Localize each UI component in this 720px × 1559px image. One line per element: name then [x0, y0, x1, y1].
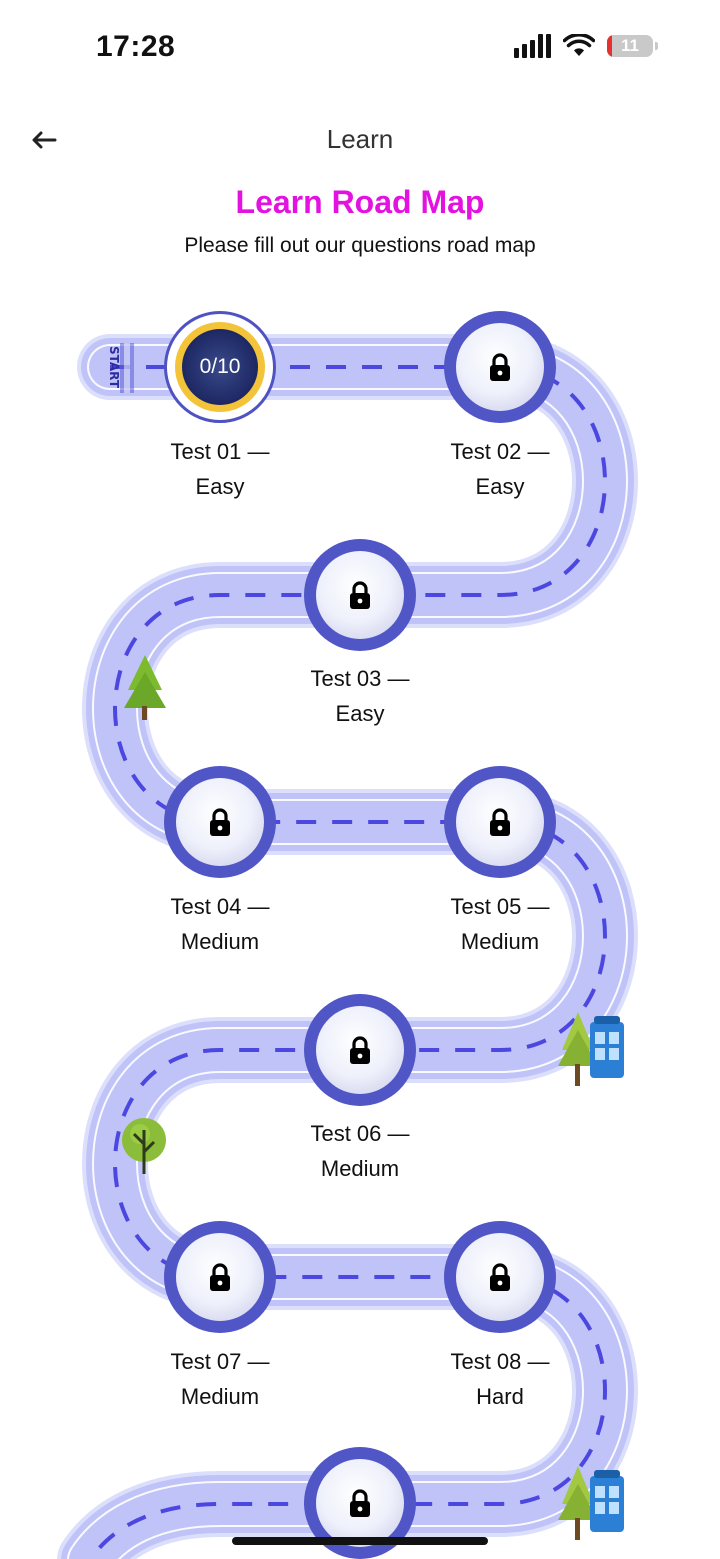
- steering-wheel-icon: 0/10: [182, 329, 258, 405]
- test-title: Test 05 —: [450, 894, 550, 919]
- test-progress: 0/10: [199, 355, 241, 378]
- arrow-left-icon: [32, 131, 57, 149]
- test-level: Medium: [460, 929, 540, 954]
- status-time: 17:28: [96, 30, 176, 63]
- lock-icon: [490, 1263, 510, 1291]
- test-node-02[interactable]: [444, 311, 556, 423]
- test-title: Test 03 —: [310, 666, 410, 691]
- test-level: Hard: [476, 1384, 524, 1409]
- test-label-07: Test 07 — Medium: [120, 1344, 320, 1414]
- back-button[interactable]: [24, 120, 64, 160]
- test-title: Test 04 —: [170, 894, 270, 919]
- test-node-05[interactable]: [444, 766, 556, 878]
- lock-icon: [210, 808, 230, 836]
- pine-tree-icon: [124, 655, 166, 720]
- test-label-02: Test 02 — Easy: [400, 434, 600, 504]
- pine-tree-icon: [558, 1466, 598, 1540]
- test-title: Test 01 —: [170, 439, 270, 464]
- test-title: Test 08 —: [450, 1349, 550, 1374]
- test-level: Medium: [180, 1384, 260, 1409]
- test-level: Medium: [180, 929, 260, 954]
- wifi-icon: [563, 34, 595, 56]
- test-title: Test 06 —: [310, 1121, 410, 1146]
- test-label-03: Test 03 — Easy: [260, 661, 460, 731]
- test-node-03[interactable]: [304, 539, 416, 651]
- phone-booth-icon: [590, 1016, 624, 1078]
- pine-tree-icon: [558, 1012, 598, 1086]
- nav-bar: Learn: [0, 110, 720, 170]
- test-level: Easy: [335, 701, 385, 726]
- battery-cap: [655, 42, 658, 50]
- test-label-01: Test 01 — Easy: [120, 434, 320, 504]
- test-node-08[interactable]: [444, 1221, 556, 1333]
- test-node-06[interactable]: [304, 994, 416, 1106]
- home-indicator[interactable]: [232, 1537, 488, 1545]
- test-level: Easy: [195, 474, 245, 499]
- battery-level: 11: [621, 36, 639, 55]
- test-label-05: Test 05 — Medium: [400, 889, 600, 959]
- test-label-06: Test 06 — Medium: [260, 1116, 460, 1186]
- test-label-08: Test 08 — Hard: [400, 1344, 600, 1414]
- lock-icon: [490, 353, 510, 381]
- status-icons: 11: [514, 34, 658, 58]
- start-label: START: [107, 346, 121, 389]
- lock-icon: [210, 1263, 230, 1291]
- lock-icon: [350, 1489, 370, 1517]
- nav-title: Learn: [326, 124, 394, 154]
- phone-booth-icon: [590, 1470, 624, 1532]
- lock-icon: [490, 808, 510, 836]
- page-subtitle: Please fill out our questions road map: [184, 234, 536, 257]
- test-label-04: Test 04 — Medium: [120, 889, 320, 959]
- test-node-04[interactable]: [164, 766, 276, 878]
- test-node-01[interactable]: 0/10: [164, 311, 276, 423]
- test-node-07[interactable]: [164, 1221, 276, 1333]
- test-title: Test 07 —: [170, 1349, 270, 1374]
- test-level: Medium: [320, 1156, 400, 1181]
- page-title: Learn Road Map: [235, 184, 485, 220]
- lock-icon: [350, 581, 370, 609]
- test-level: Easy: [475, 474, 525, 499]
- cellular-signal-icon: [514, 34, 551, 58]
- start-marker: START: [107, 343, 134, 393]
- test-title: Test 02 —: [450, 439, 550, 464]
- status-bar: 17:28 11: [0, 0, 720, 96]
- lock-icon: [350, 1036, 370, 1064]
- test-node-01-ring: 0/10: [175, 322, 265, 412]
- round-tree-icon: [122, 1118, 166, 1174]
- battery-icon: 11: [607, 35, 653, 57]
